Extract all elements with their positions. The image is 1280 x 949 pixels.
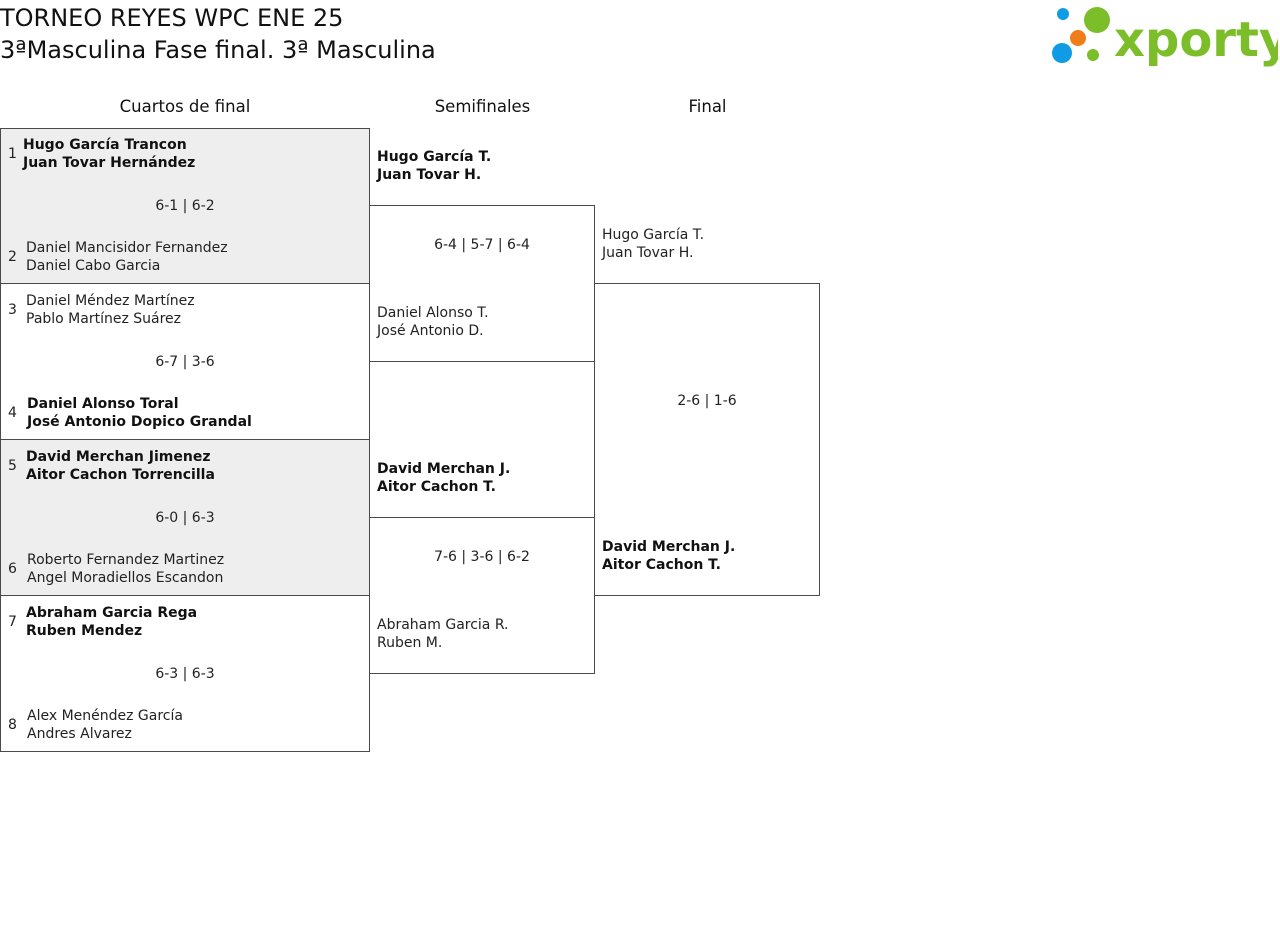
round-header-final: Final [688,97,727,116]
seed-number: 3 [8,302,17,318]
team-entry: Daniel Méndez Martínez Pablo Martínez Su… [26,292,195,328]
player-name: Hugo García T. [377,149,492,165]
player-name: Juan Tovar H. [377,167,482,183]
logo-blue-small-dot [1057,8,1069,20]
player-name: Andres Alvarez [27,726,132,742]
match-score: 6-3 | 6-3 [155,666,215,682]
team-entry: Abraham Garcia R. Ruben M. [377,616,509,652]
team-entry: Hugo García Trancon Juan Tovar Hernández [23,136,195,172]
semifinal-match-1[interactable]: 6-4 | 5-7 | 6-4 Daniel Alonso T. José An… [369,205,595,362]
quarterfinal-match-4[interactable]: 7 Abraham Garcia Rega Ruben Mendez 6-3 |… [0,595,370,752]
team-entry: David Merchan Jimenez Aitor Cachon Torre… [26,448,215,484]
semifinal-1-top-team: Hugo García T. Juan Tovar H. [377,148,491,184]
team-entry: Daniel Mancisidor Fernandez Daniel Cabo … [26,239,228,275]
player-name: Abraham Garcia Rega [26,605,198,621]
match-score: 7-6 | 3-6 | 6-2 [434,549,530,565]
semifinal-2-top-team: David Merchan J. Aitor Cachon T. [377,460,510,496]
player-name: Hugo García Trancon [23,137,187,153]
player-name: David Merchan J. [377,461,511,477]
team-entry: Alex Menéndez García Andres Alvarez [27,707,183,743]
player-name: Juan Tovar Hernández [23,155,196,171]
category-title: 3ªMasculina Fase final. 3ª Masculina [0,36,436,64]
logo-blue-dot [1052,43,1072,63]
player-name: José Antonio D. [377,323,484,339]
final-top-team: Hugo García T. Juan Tovar H. [602,226,704,262]
team-entry: Daniel Alonso T. José Antonio D. [377,304,489,340]
player-name: Alex Menéndez García [27,708,183,724]
tournament-title: TORNEO REYES WPC ENE 25 [0,4,344,32]
team-entry: Abraham Garcia Rega Ruben Mendez [26,604,197,640]
player-name: Angel Moradiellos Escandon [27,570,224,586]
seed-number: 6 [8,561,17,577]
team-entry: David Merchan J. Aitor Cachon T. [602,538,735,574]
final-match[interactable]: 2-6 | 1-6 David Merchan J. Aitor Cachon … [594,283,820,596]
logo-wordmark: xporty [1114,12,1278,68]
quarterfinal-match-3[interactable]: 5 David Merchan Jimenez Aitor Cachon Tor… [0,439,370,596]
quarterfinal-match-1[interactable]: 1 Hugo García Trancon Juan Tovar Hernánd… [0,128,370,284]
match-score: 2-6 | 1-6 [677,393,737,409]
player-name: Daniel Alonso Toral [27,396,179,412]
player-name: Pablo Martínez Suárez [26,311,182,327]
player-name: Roberto Fernandez Martinez [27,552,225,568]
seed-number: 5 [8,458,17,474]
match-score: 6-0 | 6-3 [155,510,215,526]
match-score: 6-4 | 5-7 | 6-4 [434,237,530,253]
match-score: 6-1 | 6-2 [155,198,215,214]
player-name: David Merchan Jimenez [26,449,211,465]
player-name: Ruben Mendez [26,623,143,639]
semifinal-match-2[interactable]: 7-6 | 3-6 | 6-2 Abraham Garcia R. Ruben … [369,517,595,674]
seed-number: 1 [8,146,17,162]
logo-green-small-dot [1087,49,1099,61]
seed-number: 2 [8,249,17,265]
team-entry: Daniel Alonso Toral José Antonio Dopico … [27,395,252,431]
player-name: Daniel Cabo Garcia [26,258,161,274]
player-name: Daniel Alonso T. [377,305,489,321]
player-name: David Merchan J. [602,539,736,555]
xporty-logo: xporty [1052,7,1278,68]
player-name: Hugo García T. [602,227,705,243]
player-name: Juan Tovar H. [602,245,694,261]
player-name: Abraham Garcia R. [377,617,509,633]
seed-number: 7 [8,614,17,630]
seed-number: 4 [8,405,17,421]
player-name: Daniel Mancisidor Fernandez [26,240,228,256]
seed-number: 8 [8,717,17,733]
match-score: 6-7 | 3-6 [155,354,215,370]
player-name: Aitor Cachon T. [377,479,496,495]
player-name: Aitor Cachon T. [602,557,721,573]
round-header-semifinals: Semifinales [434,97,531,116]
logo-orange-dot [1070,30,1086,46]
player-name: José Antonio Dopico Grandal [27,414,252,430]
logo-green-dot [1084,7,1110,33]
round-header-quarterfinals: Cuartos de final [119,97,251,116]
player-name: Aitor Cachon Torrencilla [26,467,215,483]
player-name: Daniel Méndez Martínez [26,293,195,309]
quarterfinal-match-2[interactable]: 3 Daniel Méndez Martínez Pablo Martínez … [0,283,370,440]
team-entry: Roberto Fernandez Martinez Angel Moradie… [27,551,224,587]
player-name: Ruben M. [377,635,443,651]
